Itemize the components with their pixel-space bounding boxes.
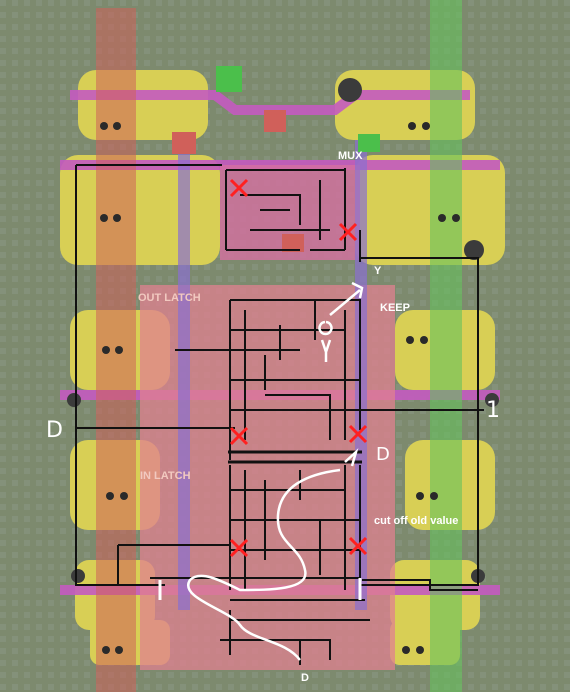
cut-mark-mux-right [338, 222, 358, 242]
d-left-label: D [46, 418, 63, 443]
annotation-strokes [158, 281, 364, 661]
one-right-label: 1 [486, 398, 500, 423]
d-arrowhead [344, 448, 359, 467]
cut-marks [229, 178, 368, 558]
out-latch-label: OUT LATCH [138, 292, 201, 304]
cut-bars [158, 578, 362, 600]
keep-circle [318, 320, 333, 336]
y-output-label: Y [374, 265, 382, 277]
cut-off-label: cut off old value [374, 515, 459, 527]
keep-arrow [329, 289, 361, 316]
d-input-label: D [301, 672, 309, 684]
cut-mark-mux-left [229, 178, 249, 198]
vias [100, 122, 460, 654]
cut-mark-in-left [229, 538, 249, 558]
cut-mark-out-right [348, 424, 368, 444]
keep-arrowhead [351, 281, 364, 299]
pads [67, 78, 499, 583]
keep-y-glyph [320, 339, 332, 362]
mux-label: MUX [338, 150, 363, 162]
in-latch-label: IN LATCH [140, 470, 191, 482]
contacts [172, 66, 380, 252]
cut-mark-out-left [229, 426, 249, 446]
green-stripe [430, 0, 462, 692]
metal-stripe-left [178, 140, 190, 610]
d-mid-label: D [376, 444, 390, 465]
cut-mark-in-right [348, 536, 368, 556]
keep-label: KEEP [380, 302, 410, 314]
input-path-stroke [187, 468, 341, 661]
